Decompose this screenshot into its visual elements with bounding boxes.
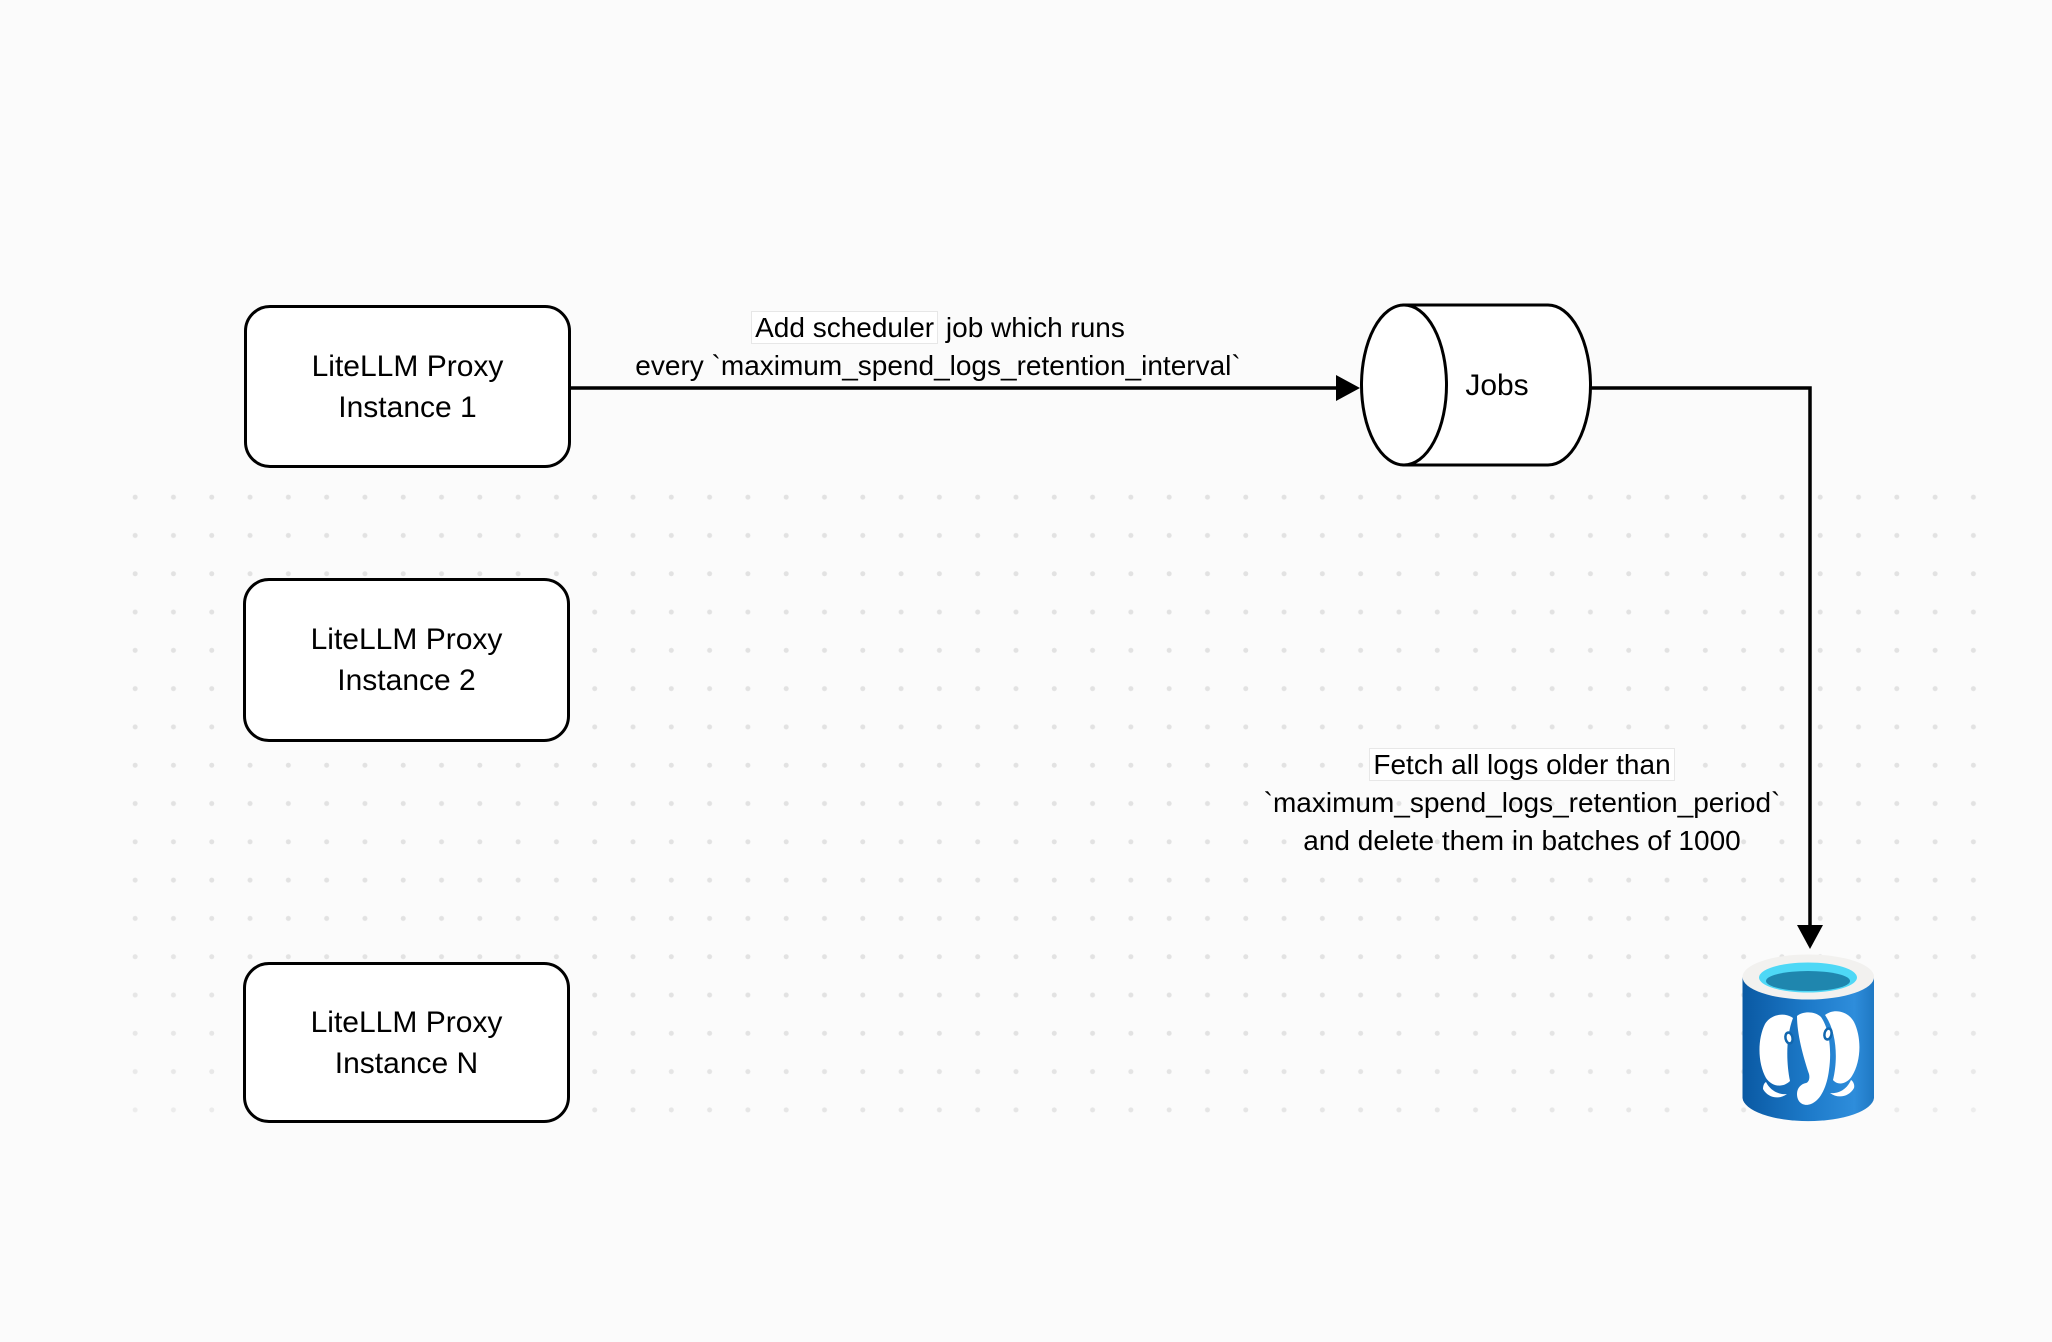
fetch-edge-label: Fetch all logs older than `maximum_spend… <box>1212 746 1832 860</box>
scheduler-edge-label-highlight: Add scheduler <box>751 311 939 344</box>
proxy-instance-n-node: LiteLLM Proxy Instance N <box>243 962 570 1123</box>
proxy-instance-1-node: LiteLLM Proxy Instance 1 <box>244 305 571 468</box>
jobs-queue-label: Jobs <box>1465 369 1529 402</box>
jobs-queue-node <box>1360 303 1592 467</box>
scheduler-edge-label: Add scheduler job which runs every `maxi… <box>588 309 1288 385</box>
scheduler-edge-arrow <box>570 375 1360 401</box>
proxy-instance-n-label-line2: Instance N <box>334 1046 479 1080</box>
proxy-instance-2-label-line2: Instance 2 <box>337 664 476 697</box>
postgresql-database-icon <box>1742 954 1875 1122</box>
scheduler-edge-label-line1: Add scheduler job which runs <box>588 309 1288 347</box>
fetch-edge-label-line3: and delete them in batches of 1000 <box>1303 825 1741 856</box>
elephant-right-eye <box>1823 1027 1833 1041</box>
proxy-instance-1-label-line1: LiteLLM Proxy <box>311 349 504 383</box>
proxy-instance-2-label-line1: LiteLLM Proxy <box>310 623 503 656</box>
fetch-edge-arrow <box>1589 386 1823 949</box>
elephant-left-eye <box>1784 1031 1794 1045</box>
postgres-elephant-logo <box>1759 1011 1860 1105</box>
fetch-edge-label-line2: `maximum_spend_logs_retention_period` <box>1263 787 1781 818</box>
fetch-edge-label-line1: Fetch all logs older than <box>1212 746 1832 784</box>
db-pool <box>1766 971 1850 991</box>
proxy-instance-1-label-line2: Instance 1 <box>338 390 477 424</box>
proxy-instance-n-label-line1: LiteLLM Proxy <box>310 1005 503 1039</box>
scheduler-edge-label-line2: every `maximum_spend_logs_retention_inte… <box>635 350 1241 381</box>
proxy-instance-2-node: LiteLLM Proxy Instance 2 <box>243 578 570 742</box>
